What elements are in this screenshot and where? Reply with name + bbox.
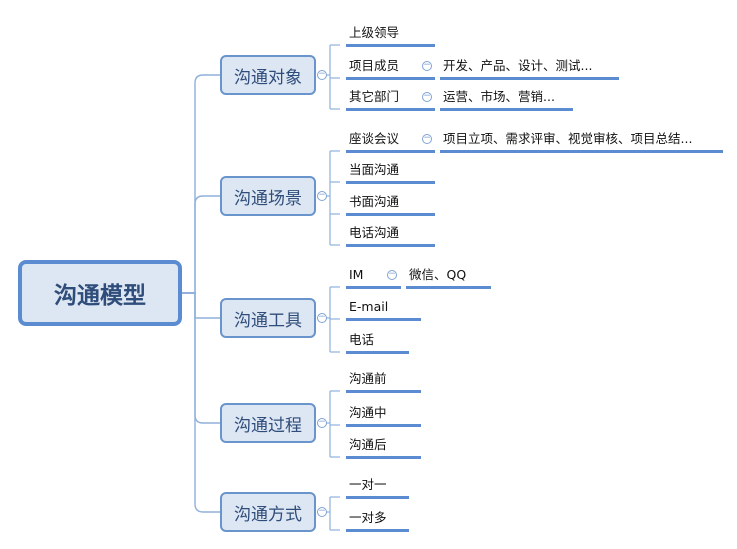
branch-connector <box>182 292 220 424</box>
leaf-node[interactable]: 项目成员 <box>346 55 435 80</box>
leaf-node[interactable]: 书面沟通 <box>346 191 435 216</box>
leaf-node[interactable]: 一对多 <box>346 507 409 532</box>
leaf-node[interactable]: 当面沟通 <box>346 159 435 184</box>
leaf-node[interactable]: 电话 <box>346 329 409 354</box>
branch-node-process[interactable]: 沟通过程 <box>220 403 316 443</box>
leaf-node[interactable]: 一对一 <box>346 474 409 499</box>
detail-node[interactable]: 项目立项、需求评审、视觉审核、项目总结... <box>440 128 723 153</box>
leaf-node[interactable]: 座谈会议 <box>346 128 435 153</box>
branch-node-scene[interactable]: 沟通场景 <box>220 176 316 216</box>
detail-node[interactable]: 微信、QQ <box>406 264 491 289</box>
branch-connector <box>182 292 220 319</box>
collapse-icon[interactable]: − <box>317 417 327 428</box>
leaf-node[interactable]: 电话沟通 <box>346 222 435 247</box>
branch-node-object[interactable]: 沟通对象 <box>220 55 316 95</box>
branch-connector <box>182 74 220 294</box>
collapse-icon[interactable]: − <box>387 269 397 280</box>
leaf-node[interactable]: 沟通中 <box>346 402 421 427</box>
collapse-icon[interactable]: − <box>422 133 432 144</box>
collapse-icon[interactable]: − <box>317 69 327 80</box>
collapse-icon[interactable]: − <box>317 506 327 517</box>
detail-node[interactable]: 运营、市场、营销... <box>440 86 573 111</box>
leaf-node[interactable]: 沟通后 <box>346 434 421 459</box>
collapse-icon[interactable]: − <box>422 91 432 102</box>
leaf-node[interactable]: E-mail <box>346 296 421 321</box>
branch-connector <box>182 195 220 294</box>
leaf-node[interactable]: IM <box>346 264 401 289</box>
collapse-icon[interactable]: − <box>317 312 327 323</box>
leaf-node[interactable]: 其它部门 <box>346 86 435 111</box>
root-node[interactable]: 沟通模型 <box>18 260 182 326</box>
detail-node[interactable]: 开发、产品、设计、测试... <box>440 55 619 80</box>
branch-node-tool[interactable]: 沟通工具 <box>220 298 316 338</box>
branch-connector <box>182 292 220 513</box>
leaf-node[interactable]: 上级领导 <box>346 22 435 47</box>
leaf-node[interactable]: 沟通前 <box>346 368 421 393</box>
branch-node-method[interactable]: 沟通方式 <box>220 492 316 532</box>
collapse-icon[interactable]: − <box>422 60 432 71</box>
collapse-icon[interactable]: − <box>317 190 327 201</box>
